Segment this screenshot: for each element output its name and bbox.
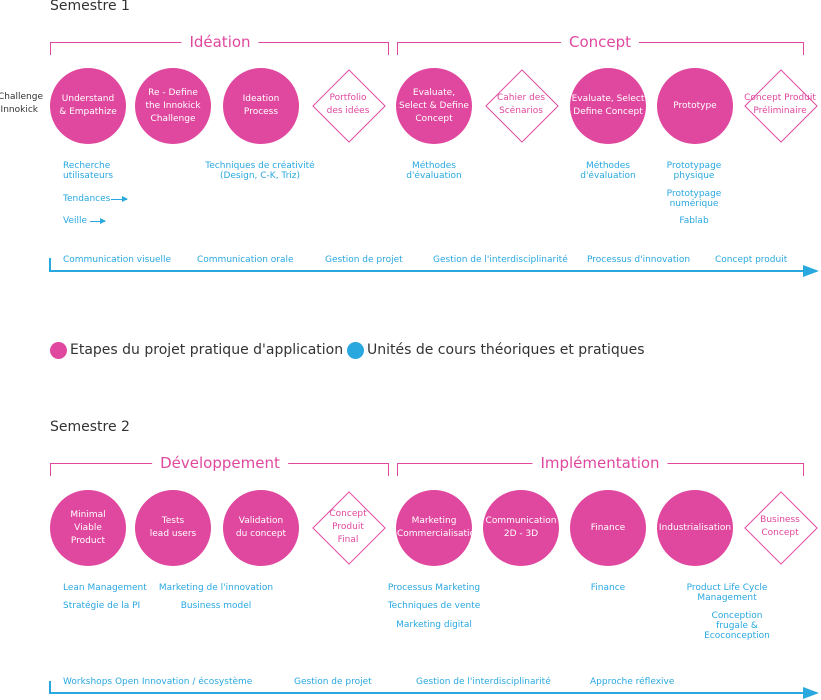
unit-lean: Lean Management: [63, 583, 147, 593]
deliverable-business-concept: Business Concept: [742, 489, 818, 565]
unit-marketing-innovation: Marketing de l'innovation: [158, 583, 274, 593]
step-understand: Understand & Empathize: [50, 68, 126, 144]
concept-phase-title: Concept: [560, 33, 640, 51]
step-prototype: Prototype: [657, 68, 733, 144]
semester1-title: Semestre 1: [50, 0, 130, 14]
unit-evaluation-2: Méthodes d'évaluation: [580, 161, 636, 181]
unit-marketing-digital: Marketing digital: [396, 620, 472, 630]
legend-unites: Unités de cours théoriques et pratiques: [367, 342, 645, 358]
developpement-phase-title: Développement: [152, 454, 288, 472]
timeline1-item-3: Gestion de l'interdisciplinarité: [433, 255, 568, 265]
step-marketing: Marketing Commercialisation: [396, 490, 481, 566]
step-ideation-process: Ideation Process: [223, 68, 299, 144]
timeline2-start-tick: [49, 681, 51, 693]
timeline1-line: [49, 270, 805, 272]
unit-fablab: Fablab: [679, 216, 709, 226]
unit-finance: Finance: [590, 583, 626, 593]
timeline2-item-0: Workshops Open Innovation / écosystème: [63, 677, 253, 687]
unit-tendances: Tendances: [63, 194, 111, 204]
semester2-title: Semestre 2: [50, 419, 130, 435]
deliverable-portfolio: Portfolio des idées: [310, 67, 386, 143]
timeline1-item-0: Communication visuelle: [63, 255, 172, 265]
unit-business-model: Business model: [180, 601, 252, 611]
unit-techniques-vente: Techniques de vente: [387, 601, 481, 611]
step-evaluate-1: Evaluate, Select & Define Concept: [396, 68, 472, 144]
timeline1-item-1: Communication orale: [197, 255, 294, 265]
challenge-side-label: Challenge Innokick: [0, 92, 43, 115]
unit-conception-frugale: Conception frugale & Ecoconception: [704, 611, 770, 641]
deliverable-cahier: Cahier des Scénarios: [483, 67, 559, 143]
timeline2-line: [49, 692, 805, 694]
unit-recherche: Recherche utilisateurs: [63, 161, 114, 181]
timeline1-start-tick: [49, 258, 51, 271]
step-communication: Communication 2D - 3D: [483, 490, 559, 566]
timeline1-arrow-icon: [803, 265, 819, 277]
unit-plm: Product Life Cycle Management: [686, 583, 768, 603]
unit-veille: Veille: [63, 216, 88, 226]
deliverable-concept-final: Concept Produit Final: [310, 489, 386, 565]
timeline1-item-4: Processus d'innovation: [587, 255, 691, 265]
step-evaluate-2: Evaluate, Select Define Concept: [570, 68, 646, 144]
legend-pink-dot-icon: [50, 342, 67, 359]
implementation-phase-title: Implémentation: [532, 454, 668, 472]
timeline2-item-2: Gestion de l'interdisciplinarité: [416, 677, 551, 687]
unit-strategie-pi: Stratégie de la PI: [63, 601, 141, 611]
unit-evaluation-1: Méthodes d'évaluation: [406, 161, 462, 181]
unit-processus-marketing: Processus Marketing: [387, 583, 481, 593]
timeline2-item-1: Gestion de projet: [294, 677, 372, 687]
veille-arrow-icon: [90, 218, 106, 224]
unit-creativite: Techniques de créativité (Design, C-K, T…: [205, 161, 315, 181]
step-tests: Tests lead users: [135, 490, 211, 566]
unit-proto-numerique: Prototypage numérique: [666, 189, 722, 209]
legend-blue-dot-icon: [347, 342, 364, 359]
legend-etapes: Etapes du projet pratique d'application: [70, 342, 344, 358]
timeline2-item-3: Approche réflexive: [590, 677, 675, 687]
step-industrialisation: Industrialisation: [657, 490, 733, 566]
tendances-arrow-icon: [111, 196, 128, 202]
step-mvp: Minimal Viable Product: [50, 490, 126, 566]
step-finance: Finance: [570, 490, 646, 566]
unit-proto-physique: Prototypage physique: [666, 161, 722, 181]
timeline1-item-2: Gestion de projet: [325, 255, 403, 265]
ideation-phase-title: Idéation: [181, 33, 259, 51]
timeline2-arrow-icon: [803, 687, 819, 699]
step-validation: Validation du concept: [223, 490, 299, 566]
deliverable-concept-preliminaire: Concept Produit Préliminaire: [742, 67, 818, 143]
timeline1-item-5: Concept produit: [715, 255, 788, 265]
step-redefine: Re - Define the Innokick Challenge: [135, 68, 211, 144]
